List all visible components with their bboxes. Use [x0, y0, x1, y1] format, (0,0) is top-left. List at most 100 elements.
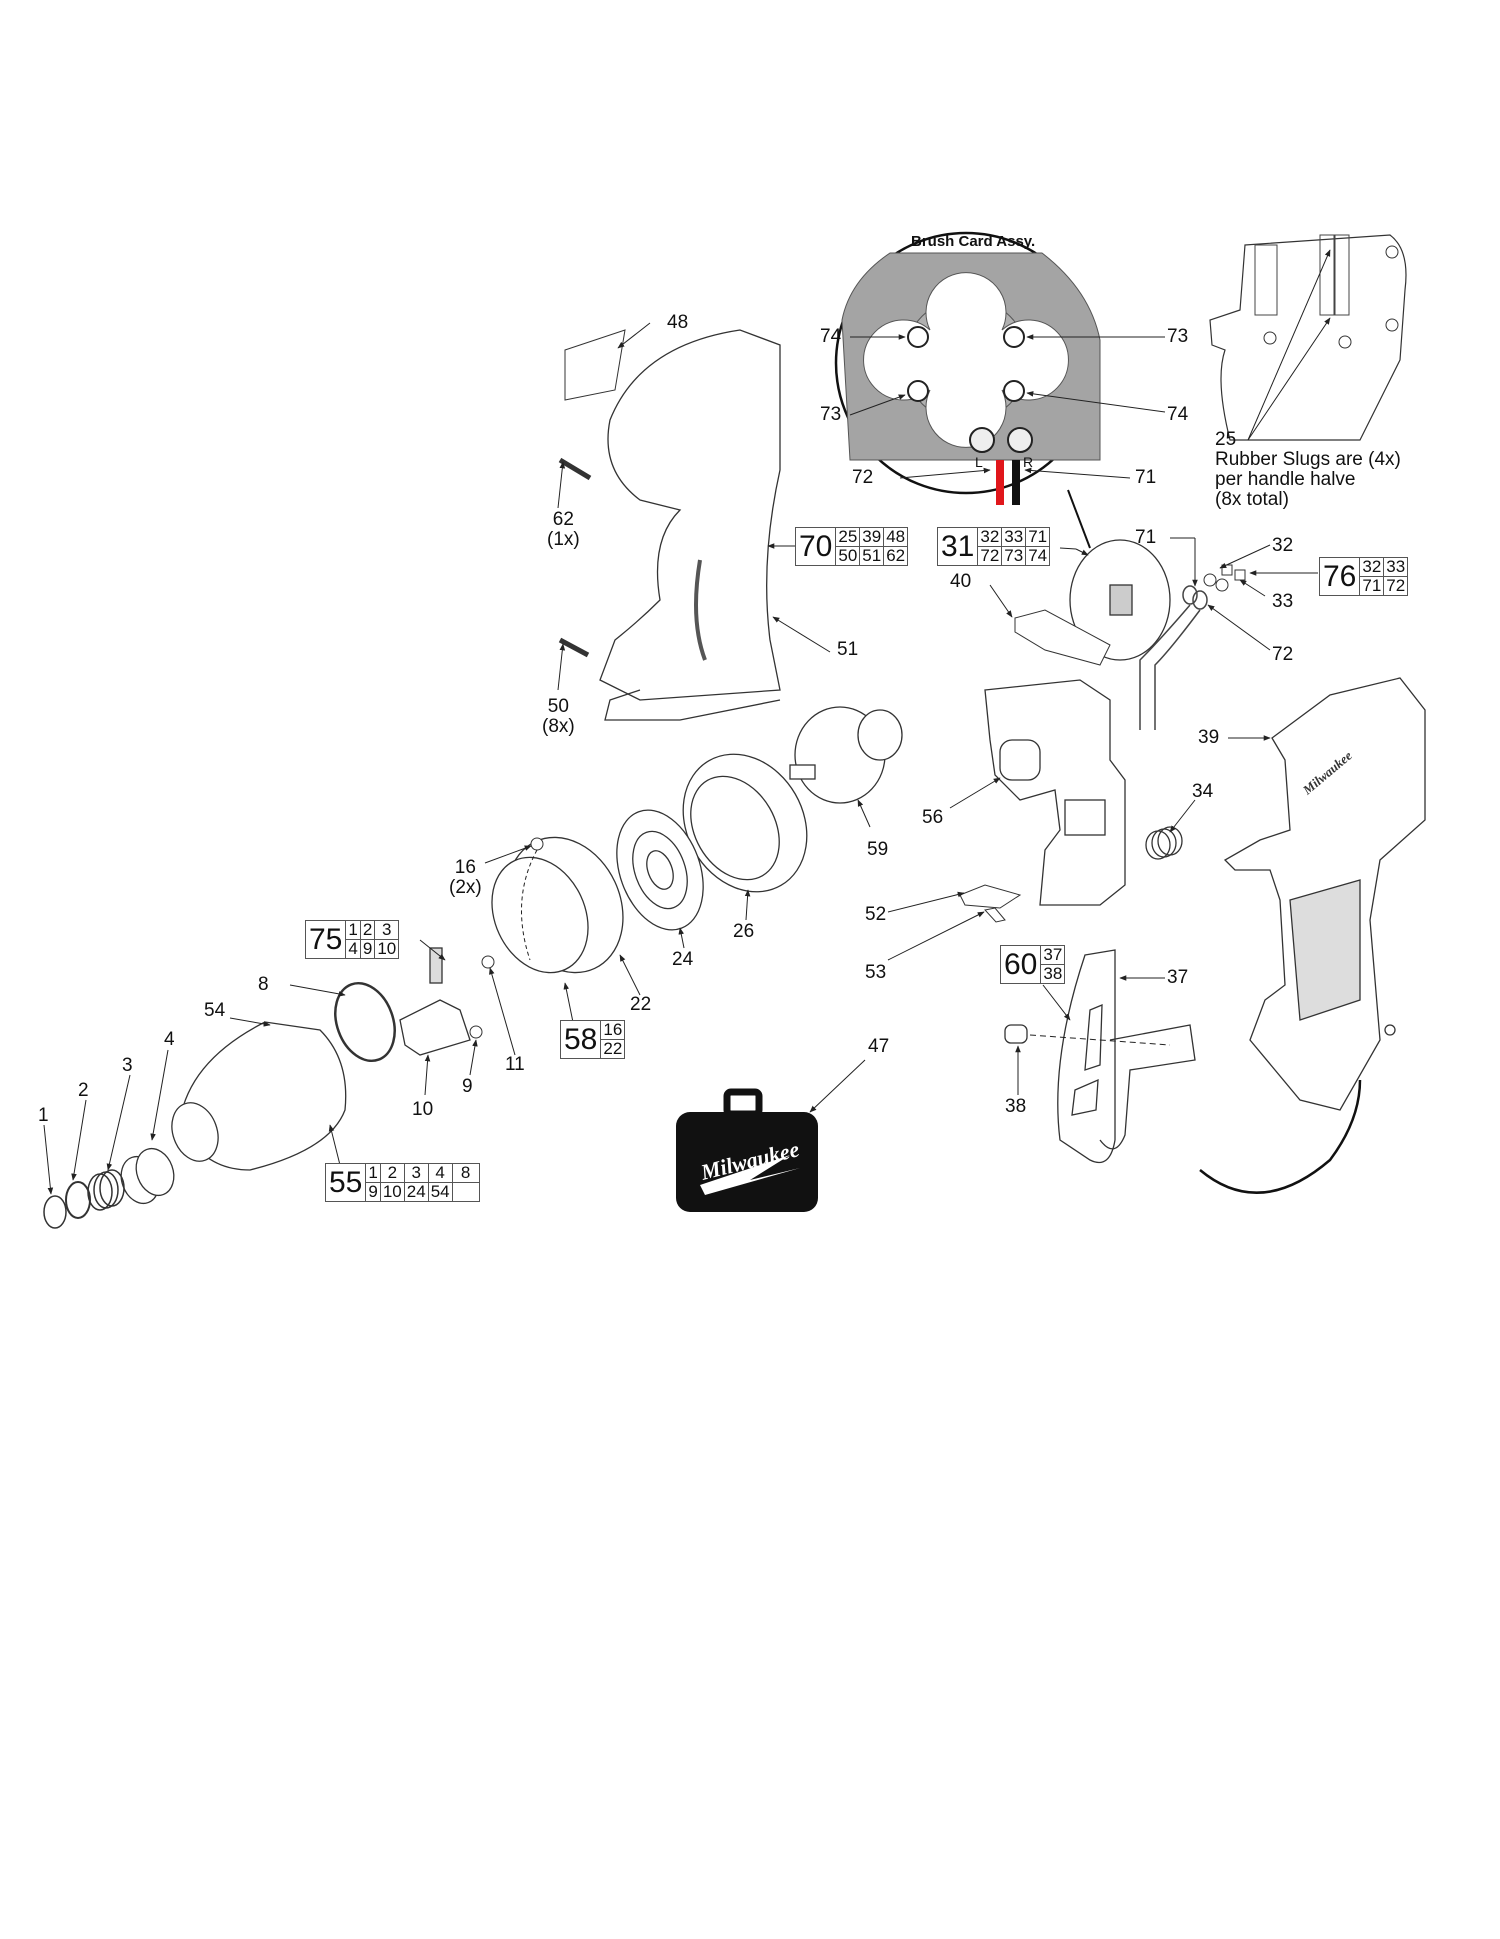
label-51: 51: [837, 639, 859, 660]
brush-lead-wires: [1139, 585, 1208, 730]
label-62: 62(1x): [547, 509, 580, 550]
brush-card-title: Brush Card Assy.: [911, 233, 1036, 250]
kit-part: 71: [1025, 527, 1051, 547]
black-lead-wire: [1012, 460, 1020, 505]
kit-part: 2: [379, 1163, 405, 1183]
ball-9: [469, 1025, 483, 1039]
bearing-24: [616, 809, 704, 931]
screw-62: [558, 457, 592, 481]
label-37: 37: [1167, 967, 1189, 988]
label-47: 47: [868, 1036, 890, 1057]
kit-part: 50: [835, 546, 861, 566]
spring-3: [87, 1169, 125, 1211]
anvil-75: [399, 947, 471, 1056]
label-2: 2: [78, 1080, 89, 1101]
label-50: 50(8x): [542, 696, 575, 737]
kit-part: 54: [427, 1182, 453, 1202]
kit-part: 51: [859, 546, 885, 566]
switch-56: [984, 679, 1126, 906]
kit-part: 38: [1040, 964, 1066, 984]
kit-number: 70: [794, 527, 837, 566]
label-9: 9: [462, 1076, 473, 1097]
kit-part: 48: [883, 527, 909, 547]
label-11: 11: [505, 1054, 525, 1075]
label-26: 26: [733, 921, 755, 942]
label-54: 54: [204, 1000, 226, 1021]
kit-part: 4: [427, 1163, 453, 1183]
sleeve-4: [120, 1147, 175, 1205]
label-56: 56: [922, 807, 944, 828]
kit-part: 33: [1383, 557, 1409, 577]
label-72: 72: [1272, 644, 1294, 665]
callout-73-right: 73: [1167, 326, 1189, 347]
rubber-slug-note-2: per handle halve: [1215, 469, 1356, 490]
kit-part: 1: [345, 920, 361, 940]
callout-71-inset: 71: [1135, 467, 1157, 488]
kit-part: 3: [374, 920, 400, 940]
kit-part: 73: [1001, 546, 1027, 566]
belt-hook-link: [1199, 1079, 1362, 1194]
label-38: 38: [1005, 1096, 1027, 1117]
kit-part: 33: [1001, 527, 1027, 547]
polarity-right: R: [1023, 454, 1034, 470]
rubber-slug-part: 25: [1215, 429, 1237, 450]
label-22: 22: [630, 994, 652, 1015]
ring-1: [43, 1195, 67, 1229]
kit-part: 3: [403, 1163, 429, 1183]
belt-clip: [1004, 949, 1196, 1164]
polarity-left: L: [975, 454, 983, 470]
kit-number: 60: [999, 945, 1042, 984]
rubber-slug-note-3: (8x total): [1215, 489, 1289, 510]
kit-part: 71: [1359, 576, 1385, 596]
screw-50: [558, 637, 590, 658]
spring-34: [1145, 826, 1183, 860]
brush-card: [1069, 539, 1171, 661]
ring-2: [65, 1181, 91, 1219]
label-8: 8: [258, 974, 269, 995]
kit-part: 1: [365, 1163, 381, 1183]
rubber-slug-inset: [1209, 234, 1407, 441]
label-32: 32: [1272, 535, 1294, 556]
kit-part: 37: [1040, 945, 1066, 965]
handle-half-right: [1223, 677, 1426, 1111]
part-52: [959, 884, 1022, 909]
washer-8: [334, 981, 396, 1063]
kit-part: 10: [374, 939, 400, 959]
label-59: 59: [867, 839, 889, 860]
kit-part: 8: [451, 1163, 480, 1183]
kit-part: 24: [403, 1182, 429, 1202]
kit-part: 9: [365, 1182, 381, 1202]
kit-table-58: 58 16 22: [559, 1020, 626, 1059]
callout-74-right: 74: [1167, 404, 1189, 425]
label-16: 16(2x): [449, 857, 482, 898]
armature-59: [789, 706, 903, 804]
kit-part: 9: [359, 939, 376, 959]
kit-number: 76: [1318, 557, 1361, 596]
kit-part: 4: [345, 939, 361, 959]
ball-11: [481, 955, 495, 969]
kit-part: 74: [1025, 546, 1051, 566]
label-53: 53: [865, 962, 887, 983]
label-34: 34: [1192, 781, 1214, 802]
kit-part: 32: [1359, 557, 1385, 577]
kit-part: 39: [859, 527, 885, 547]
kit-number: 75: [304, 920, 347, 959]
red-lead-wire: [996, 460, 1004, 505]
kit-part: 72: [1383, 576, 1409, 596]
label-1: 1: [38, 1105, 49, 1126]
nose-54: [171, 1021, 347, 1171]
washers-screws: [1203, 564, 1246, 592]
kit-table-60: 60 37 38: [999, 945, 1066, 984]
label-3: 3: [122, 1055, 133, 1076]
label-52: 52: [865, 904, 887, 925]
kit-number: 31: [936, 527, 979, 566]
kit-part: 72: [977, 546, 1003, 566]
ball-16: [530, 837, 544, 851]
kit-number: 58: [559, 1020, 602, 1059]
callout-72-inset: 72: [852, 467, 874, 488]
kit-part: [451, 1182, 480, 1202]
label-24: 24: [672, 949, 694, 970]
